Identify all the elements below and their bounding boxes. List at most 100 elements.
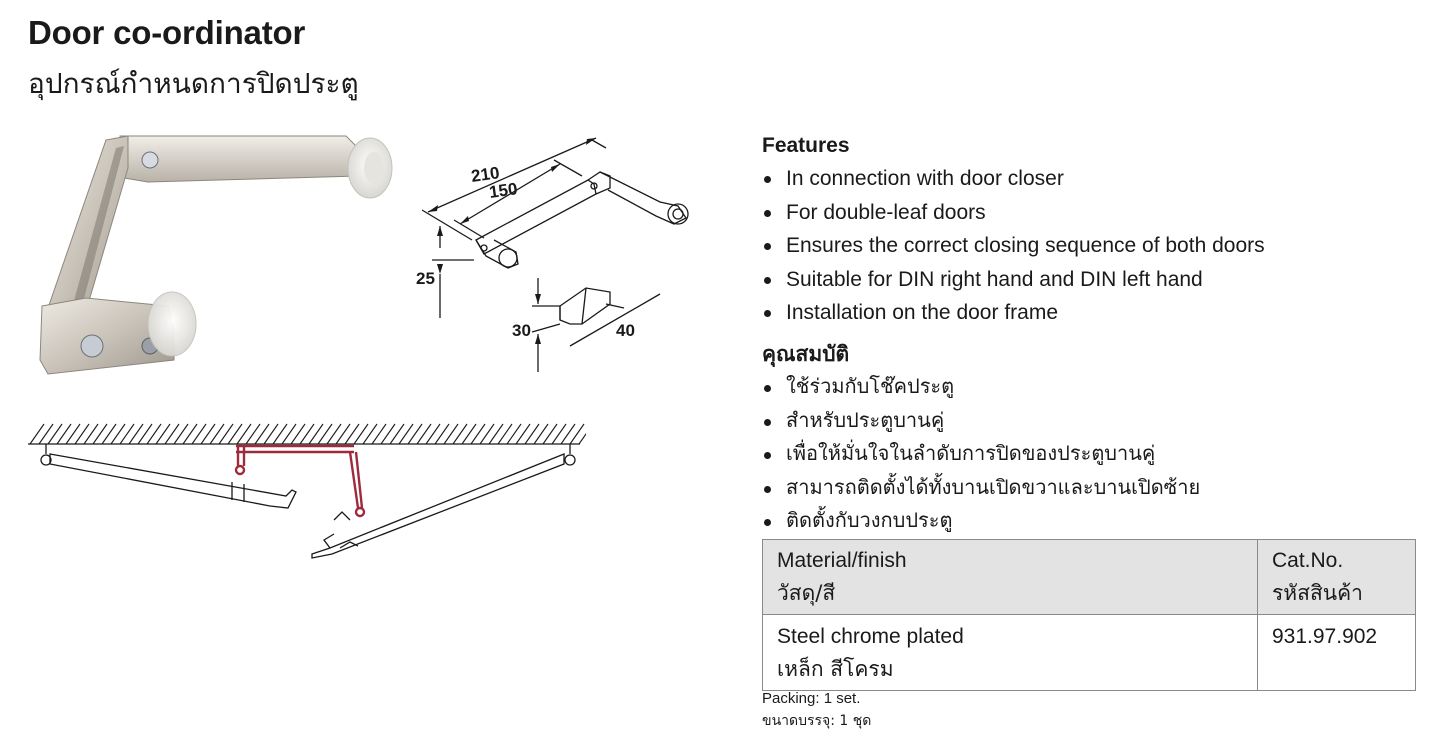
table-row: Steel chrome plated เหล็ก สีโครม 931.97.… <box>762 614 1416 691</box>
page-title: Door co-ordinator <box>28 14 306 51</box>
wall-hatch-line <box>479 423 495 445</box>
wall-hatch-line <box>488 423 504 445</box>
wall-hatch-line <box>209 423 225 445</box>
wall-hatch-line <box>263 423 279 445</box>
list-item: เพื่อให้มั่นใจในลำดับการปิดของประตูบานคู… <box>762 437 1200 471</box>
wall-hatch-line <box>533 423 549 445</box>
wall-hatch-line <box>506 423 522 445</box>
header-cat-no: Cat.No. รหัสสินค้า <box>1257 539 1416 615</box>
wall-hatch-line <box>173 423 189 445</box>
wall-hatch-line <box>218 423 234 445</box>
dim-label-150: 150 <box>488 179 519 202</box>
header-material: Material/finish วัสดุ/สี <box>762 539 1258 615</box>
wall-hatch-line <box>524 423 540 445</box>
header-material-en: Material/finish <box>777 549 907 572</box>
packing-en: Packing: 1 set. <box>762 690 861 707</box>
wall-hatch-line <box>281 423 297 445</box>
wall-hatch-line <box>56 423 72 445</box>
packing-info: Packing: 1 set. ขนาดบรรจุ: 1 ชุด <box>762 688 871 732</box>
wall-hatch-line <box>29 423 45 445</box>
wall-hatch-line <box>227 423 243 445</box>
product-photo <box>39 135 393 375</box>
wall-hatch-line <box>335 423 351 445</box>
header-cat-no-th: รหัสสินค้า <box>1272 581 1363 605</box>
wall-hatch-line <box>254 423 270 445</box>
wall-hatch-line <box>353 423 369 445</box>
dim-label-30: 30 <box>512 321 531 340</box>
wall-hatch-line <box>407 423 423 445</box>
wall-hatch-line <box>425 423 441 445</box>
wall-hatch-line <box>515 423 531 445</box>
wall-hatch-line <box>137 423 153 445</box>
list-item: ติดตั้งกับวงกบประตู <box>762 504 1200 538</box>
list-item: ใช้ร่วมกับโช๊คประตู <box>762 370 1200 404</box>
list-item: Installation on the door frame <box>762 298 1265 332</box>
wall-hatch-line <box>470 423 486 445</box>
material-en: Steel chrome plated <box>777 625 964 648</box>
header-material-th: วัสดุ/สี <box>777 581 836 605</box>
cell-cat-no: 931.97.902 <box>1257 614 1416 691</box>
dim-label-210: 210 <box>470 163 501 186</box>
wall-hatch-line <box>461 423 477 445</box>
wall-hatch-line <box>47 423 63 445</box>
wall-hatch-line <box>290 423 306 445</box>
dim-label-25: 25 <box>416 269 435 288</box>
wall-hatch-line <box>578 433 586 445</box>
wall-hatch-line <box>74 423 90 445</box>
wall-hatch-line <box>317 423 333 445</box>
wall-hatch-line <box>551 423 567 445</box>
wall-hatch-line <box>155 423 171 445</box>
wall-hatch-line <box>236 423 252 445</box>
wall-hatch-line <box>452 423 468 445</box>
page-subtitle-thai: อุปกรณ์กำหนดการปิดประตู <box>28 67 359 100</box>
list-item: Ensures the correct closing sequence of … <box>762 231 1265 265</box>
wall-hatch-line <box>389 423 405 445</box>
wall-hatch-line <box>434 423 450 445</box>
wall-hatch-line <box>83 423 99 445</box>
list-item: สามารถติดตั้งได้ทั้งบานเปิดขวาและบานเปิด… <box>762 471 1200 505</box>
wall-hatch-line <box>416 423 432 445</box>
packing-th: ขนาดบรรจุ: 1 ชุด <box>762 713 872 729</box>
list-item: For double-leaf doors <box>762 198 1265 232</box>
wall-hatch-line <box>326 423 342 445</box>
wall-hatch-line <box>560 423 576 445</box>
wall-hatch-line <box>92 423 108 445</box>
cell-material: Steel chrome plated เหล็ก สีโครม <box>762 614 1258 691</box>
features-list-thai: ใช้ร่วมกับโช๊คประตู สำหรับประตูบานคู่ เพ… <box>762 370 1200 538</box>
wall-hatch-line <box>128 423 144 445</box>
installation-drawing <box>28 423 586 559</box>
wall-hatch-line <box>308 423 324 445</box>
wall-hatch-line <box>542 423 558 445</box>
wall-hatch-line <box>200 423 216 445</box>
list-item: In connection with door closer <box>762 164 1265 198</box>
dimension-drawing: 210 150 25 30 40 <box>416 137 689 372</box>
wall-hatch-line <box>569 423 585 445</box>
wall-hatch-line <box>110 423 126 445</box>
header-cat-no-en: Cat.No. <box>1272 549 1344 572</box>
wall-hatch-line <box>272 423 288 445</box>
wall-hatch-line <box>182 423 198 445</box>
features-heading: Features <box>762 134 850 157</box>
table-header-row: Material/finish วัสดุ/สี Cat.No. รหัสสิน… <box>762 539 1416 615</box>
wall-hatch-line <box>344 423 360 445</box>
wall-hatch-line <box>38 423 54 445</box>
wall-hatch-line <box>119 423 135 445</box>
wall-hatch-line <box>398 423 414 445</box>
wall-hatch-line <box>371 423 387 445</box>
wall-hatch-line <box>299 423 315 445</box>
list-item: Suitable for DIN right hand and DIN left… <box>762 265 1265 299</box>
wall-hatch-line <box>191 423 207 445</box>
features-list: In connection with door closer For doubl… <box>762 164 1265 332</box>
features-heading-thai: คุณสมบัติ <box>762 342 850 366</box>
wall-hatch-line <box>362 423 378 445</box>
dim-label-40: 40 <box>616 321 635 340</box>
spec-table: Material/finish วัสดุ/สี Cat.No. รหัสสิน… <box>762 539 1416 691</box>
material-th: เหล็ก สีโครม <box>777 657 894 681</box>
wall-hatch-line <box>497 423 513 445</box>
wall-hatch-line <box>146 423 162 445</box>
wall-hatch-line <box>65 423 81 445</box>
wall-hatch-line <box>443 423 459 445</box>
wall-hatch-line <box>245 423 261 445</box>
wall-hatch-line <box>164 423 180 445</box>
list-item: สำหรับประตูบานคู่ <box>762 404 1200 438</box>
